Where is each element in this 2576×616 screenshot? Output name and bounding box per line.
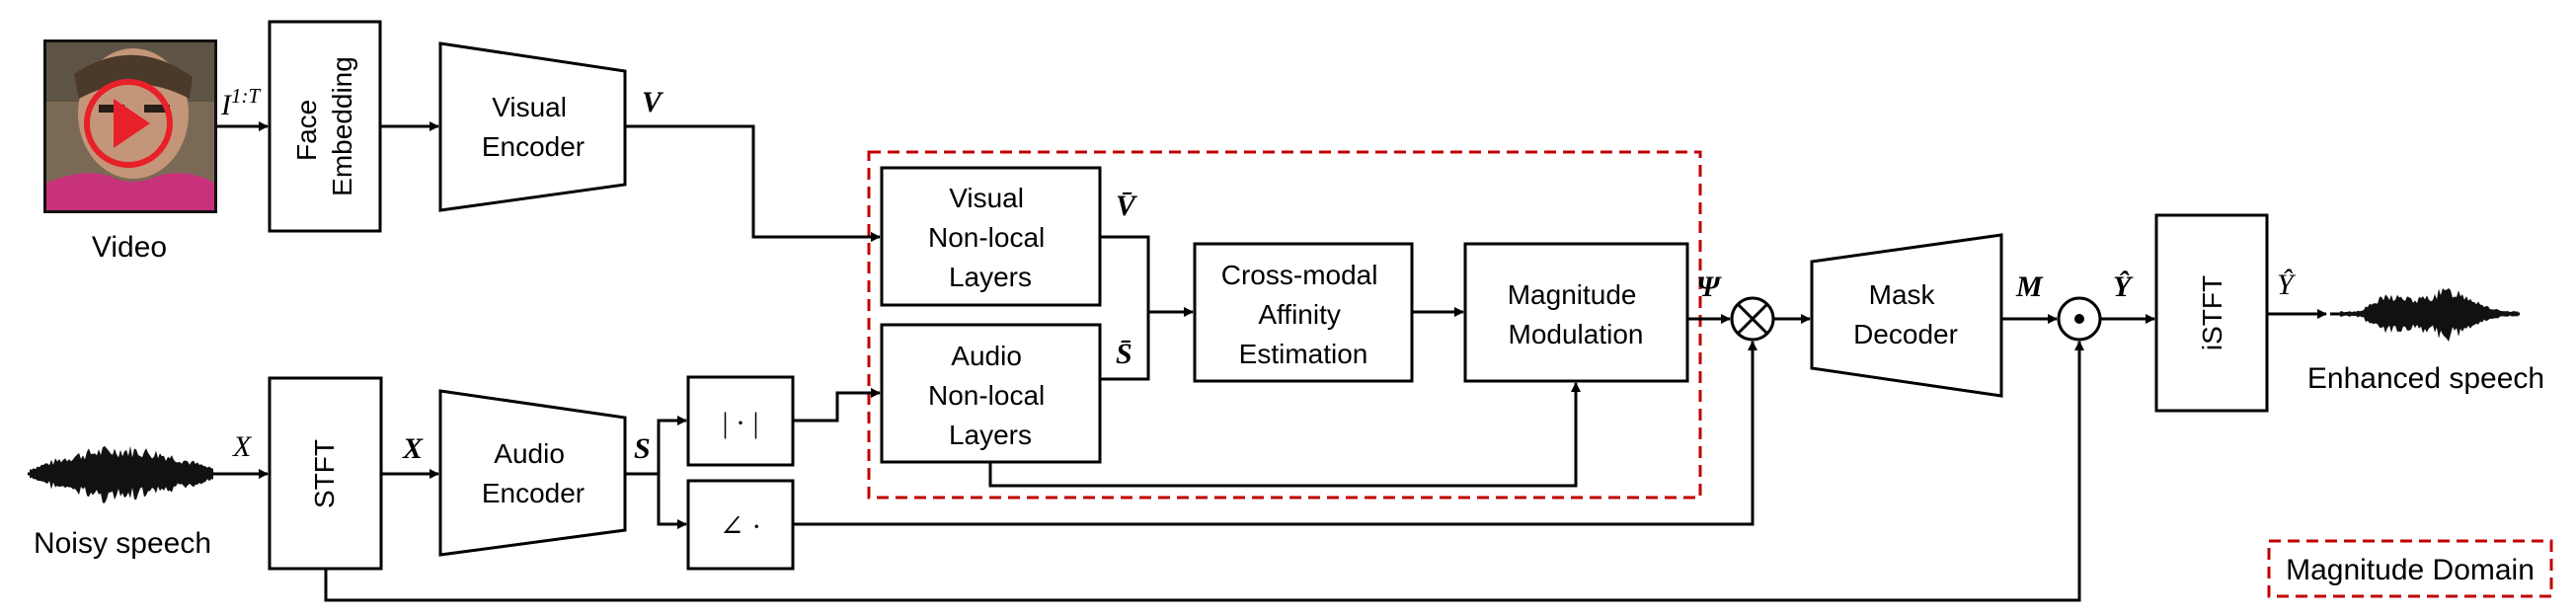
- mask-decoder-block: [1810, 233, 2003, 398]
- stft-label: STFT: [309, 439, 340, 508]
- enhanced-waveform-icon: [2330, 288, 2520, 343]
- noisy-caption: Noisy speech: [34, 527, 211, 560]
- visual-encoder-block: [438, 41, 627, 212]
- legend-box: [2267, 539, 2553, 598]
- noisy-waveform-icon: [28, 445, 215, 503]
- enhanced-caption: Enhanced speech: [2307, 362, 2544, 395]
- magnitude-op-label: | · |: [722, 407, 758, 439]
- y-hat-label: Ŷ: [2277, 269, 2297, 301]
- magnitude-modulation-block: [1463, 242, 1689, 383]
- x-input-label: X: [232, 430, 253, 463]
- audio-encoder-block: [438, 389, 627, 557]
- face-embedding-label: Face Embedding: [291, 56, 357, 196]
- audio-encoder-label: Audio Encoder: [482, 438, 585, 508]
- cross-modal-label: Cross-modal Affinity Estimation: [1221, 260, 1385, 369]
- face-embedding-block: [268, 20, 382, 233]
- x-spec-label: X: [402, 432, 424, 465]
- m-label: M: [2015, 270, 2044, 303]
- istft-block: [2154, 213, 2269, 413]
- circle-dot-icon: [2057, 296, 2102, 342]
- magnitude-modulation-label: Magnitude Modulation: [1508, 279, 1645, 349]
- s-label: S: [634, 432, 651, 465]
- visual-nonlocal-block: [880, 166, 1102, 307]
- phase-op-block: [686, 479, 795, 571]
- legend-label: Magnitude Domain: [2286, 554, 2535, 586]
- phase-op-label: ∠ ·: [720, 510, 762, 543]
- magnitude-domain-region: [867, 150, 1702, 500]
- istft-label: iSTFT: [2197, 275, 2227, 350]
- v-bar-label: V̄: [1116, 190, 1138, 222]
- play-icon[interactable]: [84, 79, 173, 168]
- s-bar-label: S̄: [1116, 338, 1132, 370]
- connections: [215, 121, 2327, 602]
- cross-modal-block: [1193, 242, 1414, 383]
- visual-nonlocal-label: Visual Non-local Layers: [928, 183, 1053, 292]
- audio-nonlocal-label: Audio Non-local Layers: [928, 341, 1053, 450]
- y-hat-bold-label: Ŷ: [2113, 270, 2134, 303]
- circle-times-icon: [1730, 296, 1775, 342]
- video-caption: Video: [92, 231, 167, 264]
- magnitude-op-block: [686, 375, 795, 467]
- mask-decoder-label: Mask Decoder: [1853, 279, 1958, 349]
- video-thumbnail[interactable]: [43, 39, 217, 213]
- visual-encoder-label: Visual Encoder: [482, 92, 585, 162]
- v-label: V: [642, 86, 664, 118]
- audio-nonlocal-block: [880, 323, 1102, 464]
- frames-label: I1:T: [220, 84, 261, 121]
- psi-label: Ψ: [1696, 270, 1722, 303]
- stft-block: [268, 376, 383, 571]
